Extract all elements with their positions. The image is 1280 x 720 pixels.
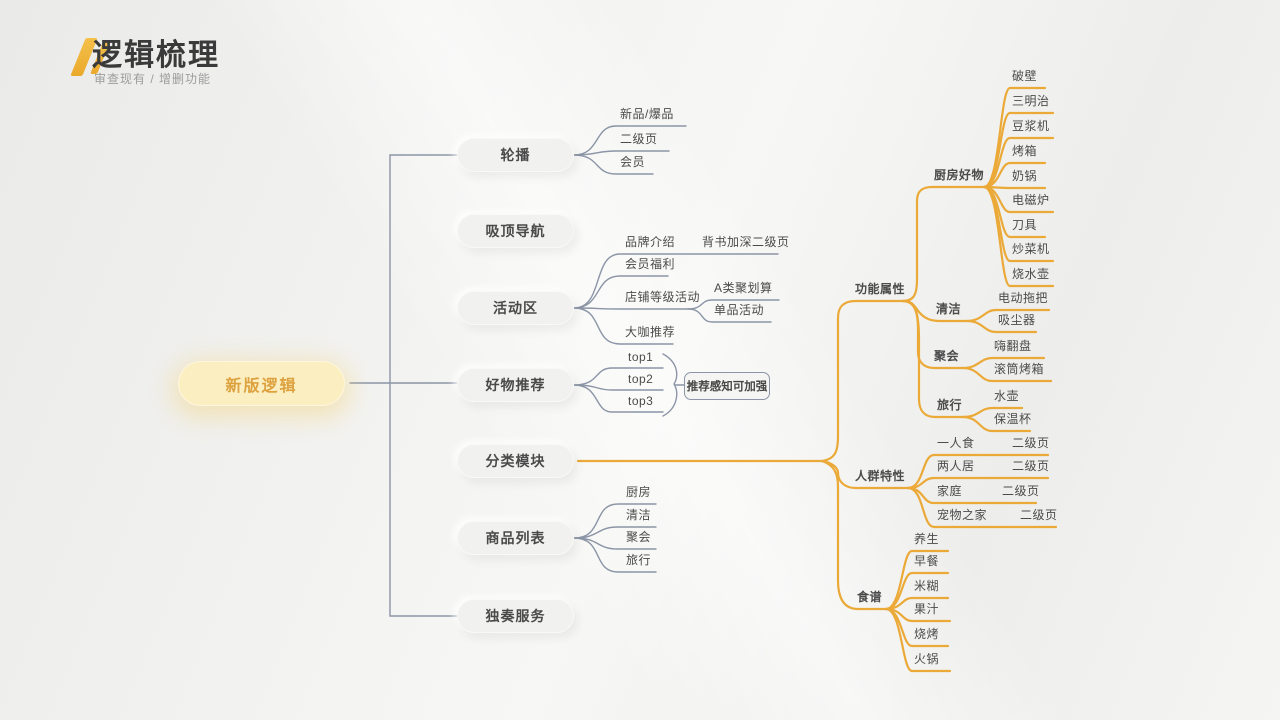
- node-pet-home-page[interactable]: 二级页: [1020, 508, 1058, 522]
- node-kitchen[interactable]: 厨房: [626, 485, 652, 499]
- node-activity-zone[interactable]: 活动区: [457, 291, 574, 325]
- node-member-benefit[interactable]: 会员福利: [625, 257, 676, 271]
- node-family-page[interactable]: 二级页: [1002, 484, 1040, 498]
- node-water-bottle[interactable]: 水壶: [994, 389, 1020, 403]
- node-juice[interactable]: 果汁: [914, 602, 940, 616]
- gray-connectors: [349, 125, 780, 617]
- node-new-hot[interactable]: 新品/爆品: [620, 107, 674, 121]
- node-party-plate[interactable]: 嗨翻盘: [994, 339, 1032, 353]
- recommend-note[interactable]: 推荐感知可加强: [684, 372, 770, 400]
- node-wellness[interactable]: 养生: [914, 532, 940, 546]
- node-oven[interactable]: 烤箱: [1012, 144, 1038, 158]
- node-category-module[interactable]: 分类模块: [457, 444, 574, 478]
- node-member[interactable]: 会员: [620, 155, 646, 169]
- node-recipes[interactable]: 食谱: [857, 590, 883, 604]
- node-sticky-nav[interactable]: 吸顶导航: [457, 214, 574, 248]
- node-knives[interactable]: 刀具: [1012, 218, 1038, 232]
- node-induction-cooker[interactable]: 电磁炉: [1012, 193, 1050, 207]
- node-single-item[interactable]: 单品活动: [714, 303, 765, 317]
- node-drum-oven[interactable]: 滚筒烤箱: [994, 362, 1045, 376]
- node-cleaning-cat[interactable]: 清洁: [936, 302, 962, 316]
- node-soymilk-maker[interactable]: 豆浆机: [1012, 119, 1050, 133]
- node-cooking-machine[interactable]: 炒菜机: [1012, 242, 1050, 256]
- node-top3[interactable]: top3: [628, 394, 654, 408]
- node-brand-intro[interactable]: 品牌介绍: [625, 235, 676, 249]
- node-couple-home[interactable]: 两人居: [937, 459, 975, 473]
- node-carousel[interactable]: 轮播: [457, 138, 574, 172]
- node-goods-recommend[interactable]: 好物推荐: [457, 368, 574, 402]
- node-influencer[interactable]: 大咖推荐: [625, 325, 676, 339]
- node-bbq[interactable]: 烧烤: [914, 627, 940, 641]
- node-function-attrs[interactable]: 功能属性: [855, 282, 906, 296]
- node-a-juhuasuan[interactable]: A类聚划算: [714, 281, 773, 295]
- node-vacuum[interactable]: 吸尘器: [998, 313, 1036, 327]
- node-party-cat[interactable]: 聚会: [934, 349, 960, 363]
- node-travel-cat[interactable]: 旅行: [937, 398, 963, 412]
- node-electric-mop[interactable]: 电动拖把: [998, 291, 1049, 305]
- node-hotpot[interactable]: 火锅: [914, 652, 940, 666]
- node-sandwich[interactable]: 三明治: [1012, 94, 1050, 108]
- yellow-connectors: [576, 86, 1058, 673]
- root-node[interactable]: 新版逻辑: [178, 361, 345, 406]
- node-crowd-attrs[interactable]: 人群特性: [855, 469, 906, 483]
- page-subtitle: 审查现有 / 增删功能: [94, 72, 212, 86]
- node-thermos[interactable]: 保温杯: [994, 412, 1032, 426]
- node-party[interactable]: 聚会: [626, 530, 652, 544]
- node-top2[interactable]: top2: [628, 372, 654, 386]
- node-milk-pot[interactable]: 奶锅: [1012, 169, 1038, 183]
- node-kettle-boiler[interactable]: 烧水壶: [1012, 267, 1050, 281]
- node-cleaning[interactable]: 清洁: [626, 508, 652, 522]
- node-travel[interactable]: 旅行: [626, 553, 652, 567]
- node-couple-home-page[interactable]: 二级页: [1012, 459, 1050, 473]
- node-pet-home[interactable]: 宠物之家: [937, 508, 988, 522]
- node-kitchen-goods[interactable]: 厨房好物: [934, 168, 985, 182]
- node-single-diner[interactable]: 一人食: [937, 436, 975, 450]
- node-rice-paste[interactable]: 米糊: [914, 579, 940, 593]
- node-breakfast[interactable]: 早餐: [914, 554, 940, 568]
- node-top1[interactable]: top1: [628, 350, 654, 364]
- node-second-page[interactable]: 二级页: [620, 132, 658, 146]
- node-single-diner-page[interactable]: 二级页: [1012, 436, 1050, 450]
- node-family[interactable]: 家庭: [937, 484, 963, 498]
- page-title: 逻辑梳理: [92, 39, 220, 72]
- node-solo-service[interactable]: 独奏服务: [457, 599, 574, 633]
- node-blender[interactable]: 破壁: [1012, 69, 1038, 83]
- node-product-list[interactable]: 商品列表: [457, 521, 574, 555]
- node-shop-level[interactable]: 店铺等级活动: [625, 290, 701, 304]
- node-endorse-page[interactable]: 背书加深二级页: [702, 235, 790, 249]
